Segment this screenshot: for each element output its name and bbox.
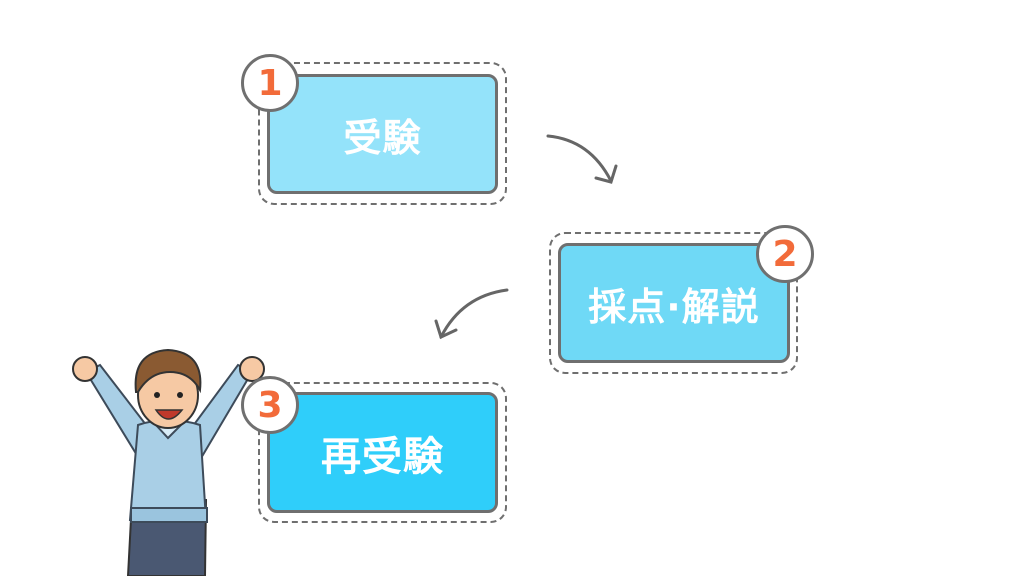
step-2-badge: 2: [756, 225, 814, 283]
step-3-label: 再受験: [321, 433, 444, 480]
step-2-frame: [549, 232, 798, 374]
step-1-number: 1: [257, 62, 283, 104]
arrow-step2-to-step3: [434, 288, 509, 340]
step-1-box: 受験: [267, 74, 498, 194]
step-3-number: 3: [257, 384, 283, 426]
step-3-box: 再受験: [267, 392, 498, 513]
step-2-box: 採点·解説: [558, 243, 790, 363]
step-1-badge: 1: [241, 54, 299, 112]
step-3-frame: [258, 382, 507, 523]
step-3-badge: 3: [241, 376, 299, 434]
cheering-boy-illustration: [72, 348, 265, 576]
step-1-label: 受験: [343, 115, 422, 160]
step-2-number: 2: [772, 233, 798, 275]
step-2-label: 採点·解説: [588, 284, 760, 329]
arrow-step1-to-step2: [546, 134, 618, 184]
step-1-frame: [258, 62, 507, 205]
